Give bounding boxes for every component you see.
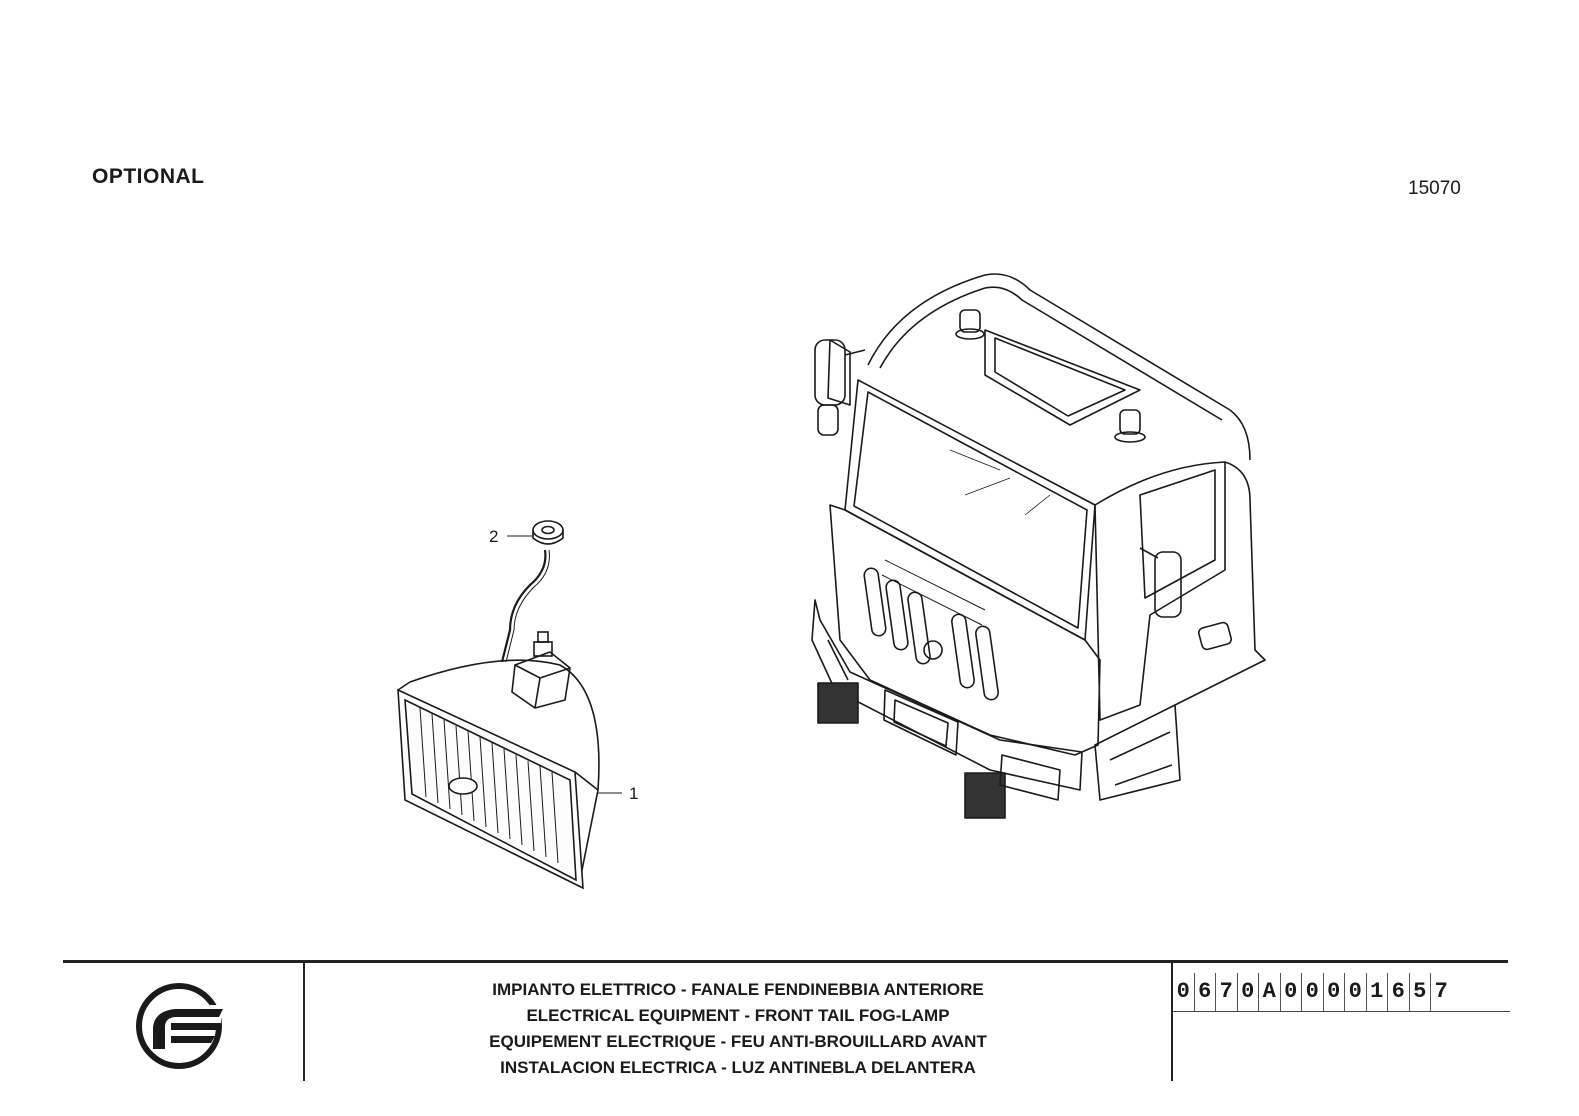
grille-slots <box>863 567 999 701</box>
code-char: 0 <box>1302 973 1324 1011</box>
cab-logo <box>923 640 943 660</box>
titles-cell: IMPIANTO ELETTRICO - FANALE FENDINEBBIA … <box>305 977 1171 1081</box>
code-char: 1 <box>1367 973 1388 1011</box>
roof-beacon-right <box>1114 409 1146 443</box>
lamp-front <box>397 681 599 890</box>
code-char: 0 <box>1238 973 1259 1011</box>
sheet-number: 15070 <box>1408 178 1461 199</box>
cab-roof <box>867 273 1251 461</box>
code-char: 0 <box>1345 973 1367 1011</box>
roof-beacon-left <box>955 309 985 340</box>
code-char: 0 <box>1173 973 1195 1011</box>
logo-cell <box>63 963 305 1081</box>
exploded-diagram: 2 1 <box>397 273 1266 890</box>
title-block: IMPIANTO ELETTRICO - FANALE FENDINEBBIA … <box>63 960 1510 1081</box>
code-char: 7 <box>1216 973 1238 1011</box>
part-code: 0 6 7 0 A 0 0 0 0 1 6 5 7 <box>1173 973 1510 1012</box>
cab-steps <box>1094 704 1181 801</box>
roof-hatch <box>984 329 1141 426</box>
cab-fog-lamp-left <box>817 682 859 724</box>
code-cell: 0 6 7 0 A 0 0 0 0 1 6 5 7 <box>1171 963 1510 1081</box>
cab-fog-lamp-right <box>964 772 1006 819</box>
lamp-badge <box>448 777 478 795</box>
windshield-reflections <box>949 449 1051 516</box>
door-window <box>1139 469 1216 599</box>
mirror-right <box>1139 547 1182 618</box>
mirror-left <box>814 339 866 436</box>
optional-label: OPTIONAL <box>92 165 205 188</box>
title-spanish: INSTALACION ELECTRICA - LUZ ANTINEBLA DE… <box>500 1058 976 1077</box>
lamp-cable <box>500 549 547 663</box>
callout-2: 2 <box>489 527 498 546</box>
lamp-connector <box>511 631 571 709</box>
code-char: 0 <box>1281 973 1302 1011</box>
cab-door <box>1094 461 1226 721</box>
grommet-part <box>532 520 564 545</box>
code-char: A <box>1259 973 1281 1011</box>
lamp-ribs <box>419 707 559 864</box>
title-italian: IMPIANTO ELETTRICO - FANALE FENDINEBBIA … <box>492 980 984 999</box>
cab-front-panel <box>829 504 1101 756</box>
callout-1: 1 <box>629 784 638 803</box>
code-char: 6 <box>1388 973 1410 1011</box>
code-char: 6 <box>1195 973 1216 1011</box>
code-char: 0 <box>1324 973 1345 1011</box>
front-bumper <box>811 599 1083 791</box>
title-english: ELECTRICAL EQUIPMENT - FRONT TAIL FOG-LA… <box>526 1006 950 1025</box>
fog-lamp-assembly <box>397 520 600 890</box>
license-plate <box>883 689 959 756</box>
code-char: 5 <box>1410 973 1431 1011</box>
brand-logo <box>136 983 223 1069</box>
title-french: EQUIPEMENT ELECTRIQUE - FEU ANTI-BROUILL… <box>489 1032 987 1051</box>
code-char: 7 <box>1434 979 1448 1004</box>
callout-leaders <box>507 535 622 794</box>
truck-cab <box>811 273 1266 819</box>
